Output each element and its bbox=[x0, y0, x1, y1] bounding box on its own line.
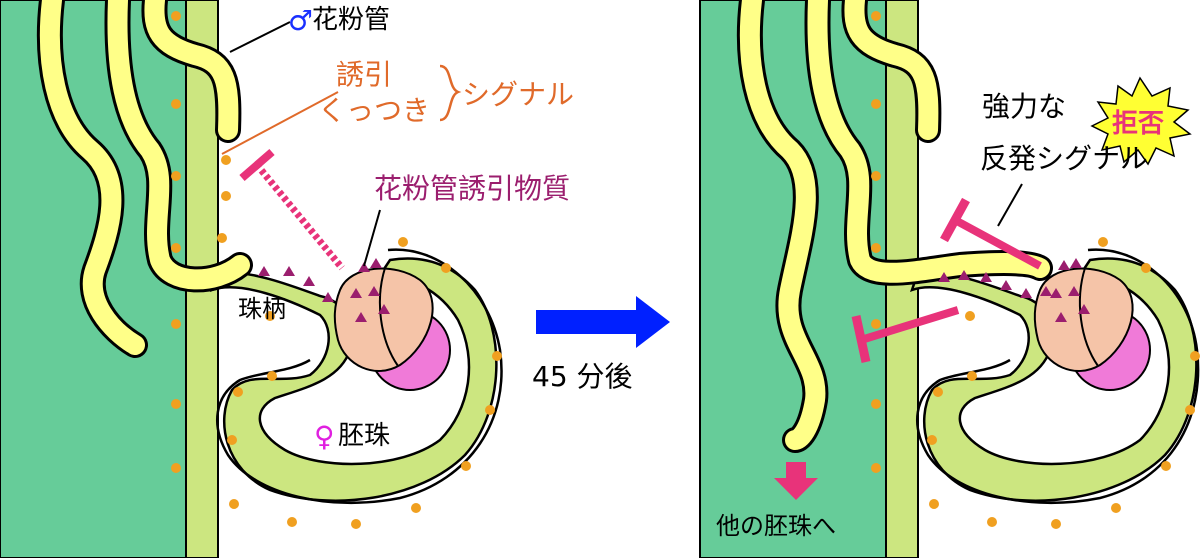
signal-dots-left bbox=[171, 11, 502, 529]
attractant-label: 花粉管誘引物質 bbox=[374, 172, 570, 205]
rejection-burst bbox=[1090, 76, 1192, 166]
signal-dots-right bbox=[871, 11, 1200, 529]
ovule-outer-integument-right bbox=[916, 248, 1200, 504]
blue-arrow bbox=[536, 296, 670, 348]
repulsion-leader bbox=[997, 183, 1023, 227]
signal-line1-label: 誘引 bbox=[336, 58, 392, 91]
signal-brace bbox=[439, 64, 462, 122]
signal-line2-label: くっつき bbox=[318, 94, 430, 127]
attract-signal-bar bbox=[239, 148, 275, 182]
time-label: 45 分後 bbox=[532, 360, 633, 393]
attract-signal-line bbox=[254, 162, 345, 271]
pollen-tubes-right bbox=[736, 0, 1053, 453]
ovule-label: 胚珠 bbox=[338, 421, 390, 451]
down-arrow bbox=[774, 462, 818, 500]
attractant-leader bbox=[363, 209, 381, 267]
attractant-triangles-right bbox=[938, 258, 1090, 322]
pollen-tubes-left bbox=[36, 0, 253, 358]
signal-leader bbox=[221, 91, 339, 155]
left-panel: ♂ 花粉管 誘引 くっつき シグナル 花粉管誘引物質 珠柄 ♀ 胚珠 bbox=[0, 0, 574, 558]
signal-word-label: シグナル bbox=[462, 78, 574, 111]
time-arrow: 45 分後 bbox=[532, 296, 670, 393]
female-symbol: ♀ bbox=[314, 420, 335, 453]
repulsion-signal-lower-line bbox=[859, 306, 960, 344]
repulsion-signal-upper-line bbox=[953, 216, 1042, 270]
strong-prefix-label: 強力な bbox=[982, 90, 1066, 123]
other-ovule-label: 他の胚珠へ bbox=[716, 512, 836, 540]
pollen-tube-leader bbox=[229, 21, 291, 53]
funiculus-label: 珠柄 bbox=[238, 295, 286, 323]
male-symbol: ♂ bbox=[288, 4, 313, 37]
right-panel: 強力な 拒否 反発シグナル 他の胚珠へ bbox=[699, 0, 1200, 558]
repulsion-label: 反発シグナル bbox=[980, 142, 1148, 175]
rejection-label: 拒否 bbox=[1112, 109, 1164, 139]
attractant-triangles-left bbox=[258, 258, 390, 322]
pollen-tube-label: 花粉管 bbox=[312, 5, 390, 35]
ovule-outer-integument bbox=[216, 248, 503, 504]
